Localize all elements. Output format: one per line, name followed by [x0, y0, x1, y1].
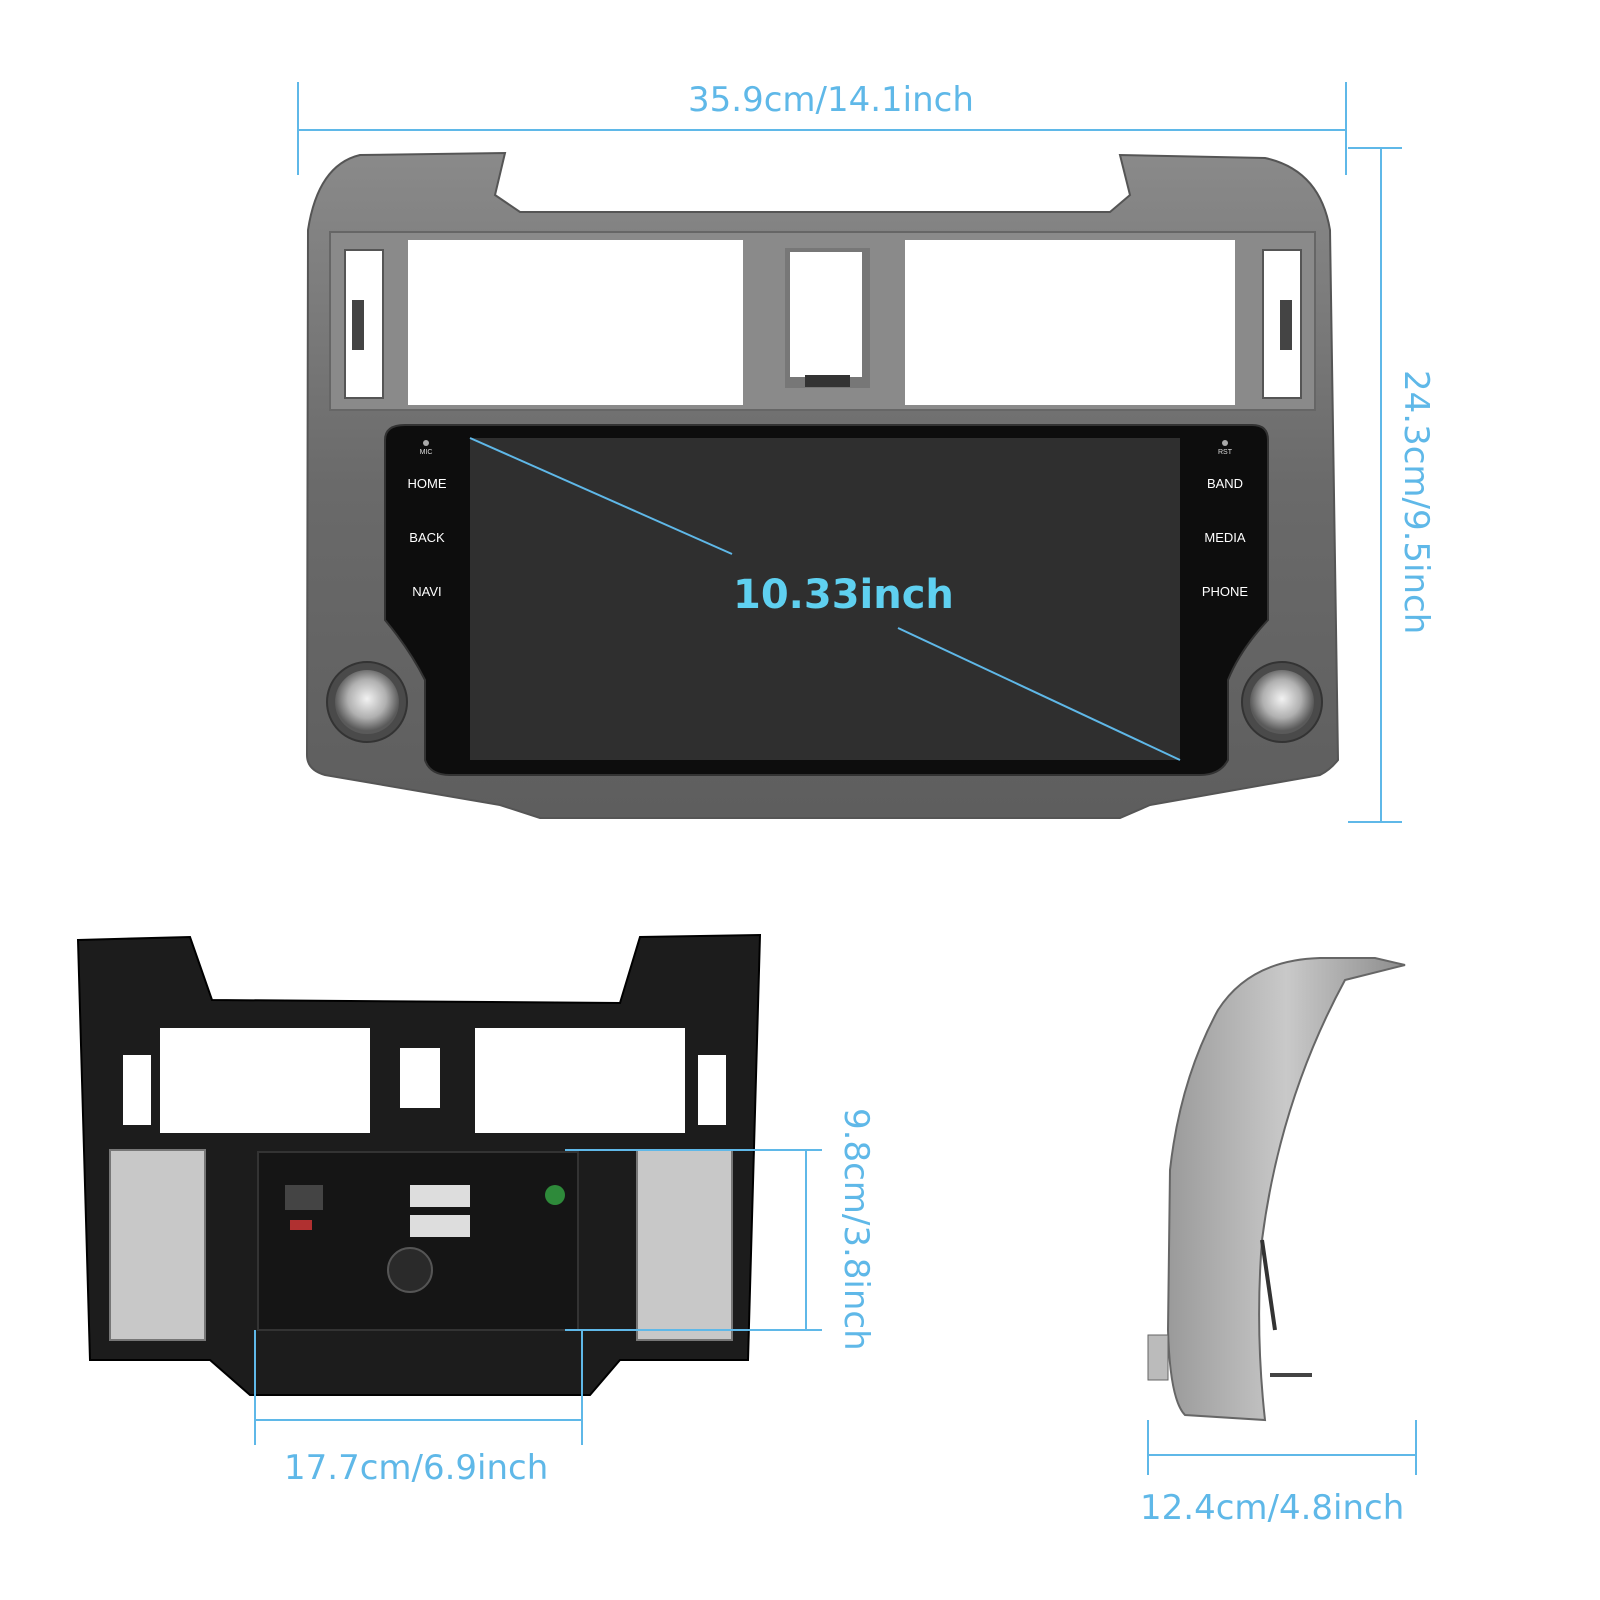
media-button[interactable]: MEDIA	[1204, 530, 1246, 545]
fan-icon	[387, 1247, 433, 1293]
screen-diagonal-label: 10.33inch	[733, 572, 954, 618]
front-height-dimension	[1348, 147, 1402, 823]
back-width-label: 17.7cm/6.9inch	[284, 1448, 549, 1488]
front-height-label: 24.3cm/9.5inch	[1396, 370, 1436, 635]
side-view	[1147, 957, 1406, 1422]
navi-button[interactable]: NAVI	[412, 584, 442, 599]
rst-hole-icon	[1222, 440, 1228, 446]
back-height-dimension	[565, 1149, 822, 1331]
left-knob[interactable]	[335, 670, 399, 734]
front-width-label: 35.9cm/14.1inch	[688, 80, 974, 120]
mic-label: MIC	[419, 449, 433, 456]
back-view	[76, 933, 762, 1396]
rst-label: RST	[1218, 449, 1232, 456]
home-button[interactable]: HOME	[407, 476, 447, 491]
right-knob[interactable]	[1250, 670, 1314, 734]
front-width-dimension	[297, 82, 1347, 175]
mic-hole-icon	[423, 440, 429, 446]
side-depth-label: 12.4cm/4.8inch	[1140, 1488, 1405, 1528]
front-bezel	[305, 151, 1340, 819]
back-height-label: 9.8cm/3.8inch	[836, 1108, 876, 1351]
display-screen	[470, 438, 1180, 760]
phone-button[interactable]: PHONE	[1201, 584, 1249, 599]
side-depth-dimension	[1147, 1420, 1417, 1475]
back-button[interactable]: BACK	[409, 530, 445, 545]
back-width-dimension	[254, 1330, 583, 1445]
band-button[interactable]: BAND	[1206, 476, 1244, 491]
